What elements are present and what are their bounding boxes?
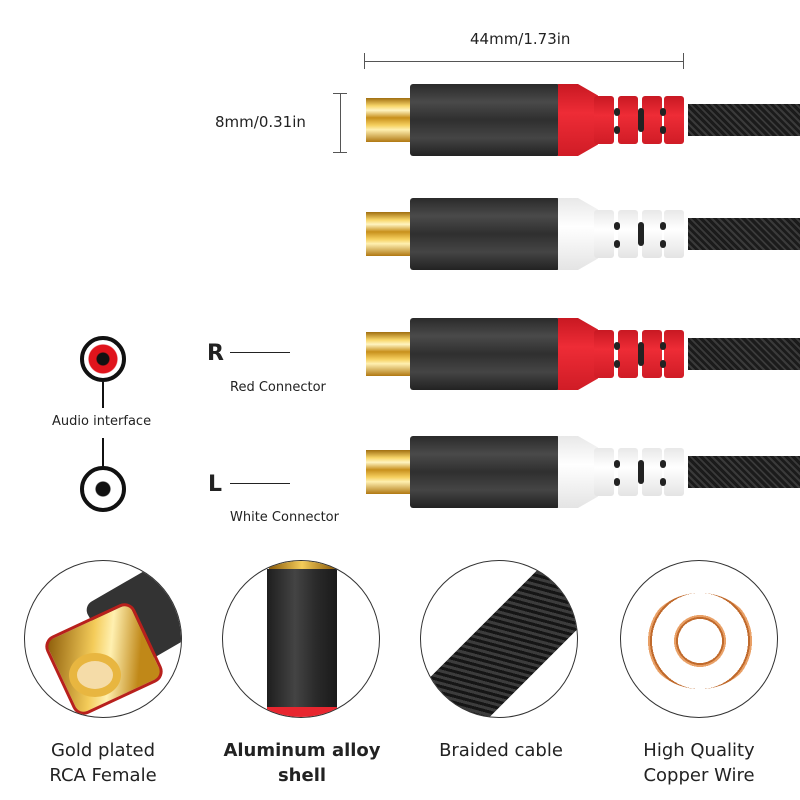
right-channel-letter: R bbox=[207, 341, 224, 366]
gold-connector-icon bbox=[366, 212, 412, 256]
right-channel-line bbox=[230, 352, 290, 353]
length-dimension-tick-left bbox=[364, 53, 365, 69]
aluminum-shell bbox=[410, 436, 560, 508]
white-strain-relief-boot bbox=[558, 198, 688, 270]
audio-interface-label: Audio interface bbox=[52, 414, 152, 429]
gold-connector-icon bbox=[366, 450, 412, 494]
rca-plug-white-2 bbox=[366, 436, 800, 508]
length-dimension-line bbox=[364, 61, 684, 62]
connector-line-bottom bbox=[102, 438, 104, 466]
length-dimension-tick-right bbox=[683, 53, 684, 69]
copper-wire-coil-icon bbox=[620, 560, 778, 718]
aluminum-shell bbox=[410, 84, 560, 156]
diameter-dimension-label: 8mm/0.31in bbox=[215, 113, 306, 131]
gold-connector-icon bbox=[366, 98, 412, 142]
aluminum-shell bbox=[410, 198, 560, 270]
rca-plug-white-1 bbox=[366, 198, 800, 270]
white-strain-relief-boot bbox=[558, 436, 688, 508]
white-rca-jack-icon bbox=[80, 466, 126, 512]
diameter-dimension-line bbox=[340, 93, 341, 153]
left-channel-letter: L bbox=[208, 472, 223, 497]
braided-cable bbox=[688, 338, 800, 370]
feature-caption-aluminum-shell: Aluminum alloy shell bbox=[223, 740, 381, 786]
white-connector-label: White Connector bbox=[230, 510, 339, 525]
braided-cable bbox=[688, 456, 800, 488]
braided-cable bbox=[688, 218, 800, 250]
feature-caption-braided-cable: Braided cable bbox=[439, 740, 563, 761]
aluminum-shell-icon bbox=[222, 560, 380, 718]
aluminum-shell bbox=[410, 318, 560, 390]
gold-rca-female-icon bbox=[24, 560, 182, 718]
length-dimension-label: 44mm/1.73in bbox=[470, 30, 571, 48]
braided-cable-icon bbox=[420, 560, 578, 718]
braided-cable bbox=[688, 104, 800, 136]
red-strain-relief-boot bbox=[558, 318, 688, 390]
red-connector-label: Red Connector bbox=[230, 380, 326, 395]
diameter-dimension-tick-bottom bbox=[333, 152, 347, 153]
red-rca-jack-icon bbox=[80, 336, 126, 382]
left-channel-line bbox=[230, 483, 290, 484]
connector-line-top bbox=[102, 382, 104, 408]
diameter-dimension-tick-top bbox=[333, 93, 347, 94]
red-strain-relief-boot bbox=[558, 84, 688, 156]
rca-plug-red-2 bbox=[366, 318, 800, 390]
gold-connector-icon bbox=[366, 332, 412, 376]
rca-plug-red-1 bbox=[366, 84, 800, 156]
